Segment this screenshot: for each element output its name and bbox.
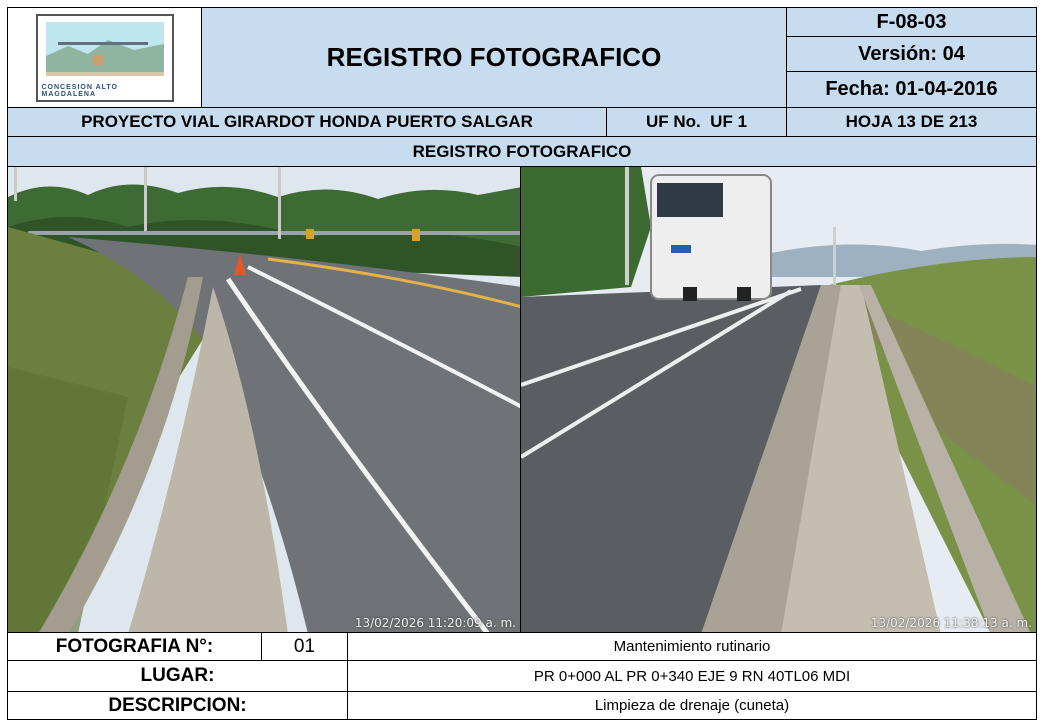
description-value-cell: Limpieza de drenaje (cuneta) xyxy=(347,691,1037,720)
project-name: PROYECTO VIAL GIRARDOT HONDA PUERTO SALG… xyxy=(81,112,533,131)
form-date: Fecha: 01-04-2016 xyxy=(825,78,998,100)
header-title-cell: REGISTRO FOTOGRAFICO xyxy=(201,7,787,108)
place-value-cell: PR 0+000 AL PR 0+340 EJE 9 RN 40TL06 MDI xyxy=(347,660,1037,692)
photo-right-timestamp: 13/02/2026 11:38:13 a. m. xyxy=(870,616,1032,630)
photo-right: 13/02/2026 11:38:13 a. m. xyxy=(520,166,1037,633)
photo-number-label-cell: FOTOGRAFIA N°: xyxy=(7,632,262,661)
photo-left: 13/02/2026 11:20:09 a. m. xyxy=(7,166,521,633)
sheet-cell: HOJA 13 DE 213 xyxy=(786,107,1037,137)
activity-value: Mantenimiento rutinario xyxy=(613,638,771,655)
project-cell: PROYECTO VIAL GIRARDOT HONDA PUERTO SALG… xyxy=(7,107,607,137)
version-cell: Versión: 04 xyxy=(786,36,1037,72)
photo-left-timestamp: 13/02/2026 11:20:09 a. m. xyxy=(354,616,516,630)
uf-cell: UF No. UF 1 xyxy=(606,107,787,137)
logo-text: CONCESION ALTO MAGDALENA xyxy=(41,83,118,98)
form-code-cell: F-08-03 xyxy=(786,7,1037,37)
section-title-cell: REGISTRO FOTOGRAFICO xyxy=(7,136,1037,167)
photo-number-label: FOTOGRAFIA N°: xyxy=(55,635,214,657)
description-value: Limpieza de drenaje (cuneta) xyxy=(594,697,790,714)
date-cell: Fecha: 01-04-2016 xyxy=(786,71,1037,108)
form-version: Versión: 04 xyxy=(858,42,965,65)
place-label-cell: LUGAR: xyxy=(7,660,348,692)
place-value: PR 0+000 AL PR 0+340 EJE 9 RN 40TL06 MDI xyxy=(533,667,851,685)
form-code: F-08-03 xyxy=(876,10,947,33)
description-label-cell: DESCRIPCION: xyxy=(7,691,348,720)
sheet-number: HOJA 13 DE 213 xyxy=(845,112,978,131)
place-label: LUGAR: xyxy=(140,665,215,686)
section-title: REGISTRO FOTOGRAFICO xyxy=(412,141,632,161)
uf-number: UF No. UF 1 xyxy=(645,112,748,131)
description-label: DESCRIPCION: xyxy=(108,694,247,716)
logo-cell: CONCESION ALTO MAGDALENA xyxy=(7,7,202,108)
page-title: REGISTRO FOTOGRAFICO xyxy=(326,42,662,72)
company-logo: CONCESION ALTO MAGDALENA xyxy=(35,13,174,102)
activity-cell: Mantenimiento rutinario xyxy=(347,632,1037,661)
photo-number-cell: 01 xyxy=(261,632,348,661)
photo-number-value: 01 xyxy=(293,635,316,657)
